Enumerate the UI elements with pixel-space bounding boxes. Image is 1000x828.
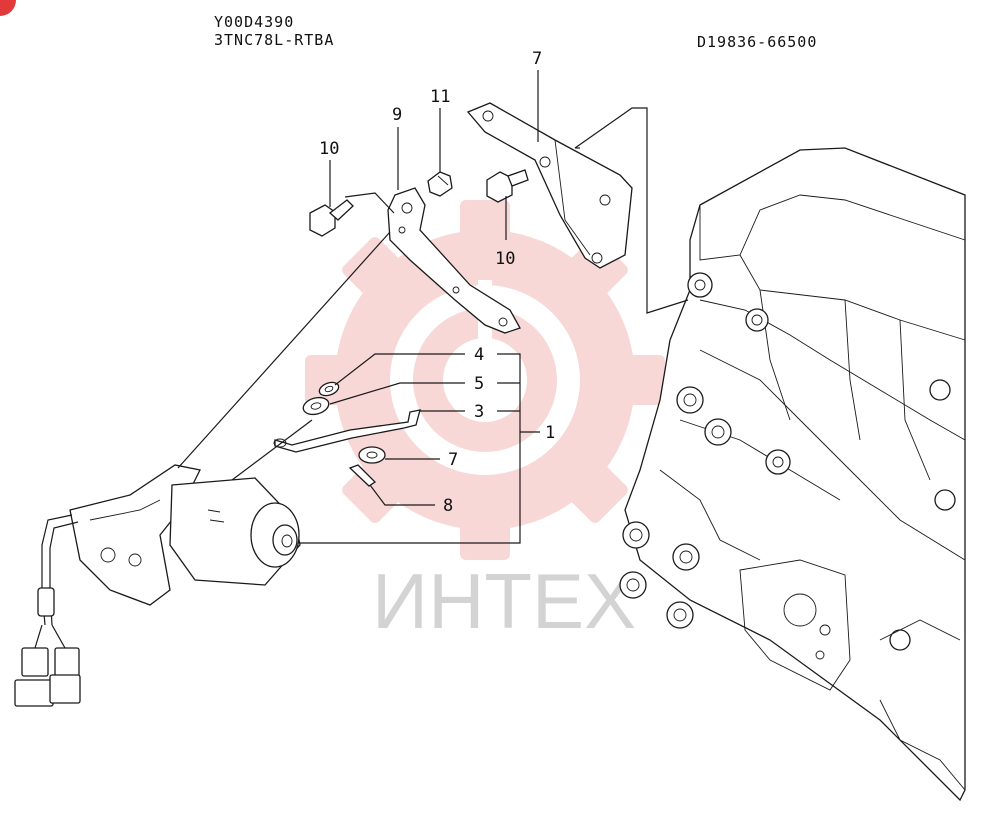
callout-11: 11 bbox=[430, 87, 450, 107]
bolt-10-right bbox=[486, 169, 529, 203]
watermark-text: ИНТЕХ bbox=[372, 557, 636, 645]
part-5-washer bbox=[302, 396, 330, 416]
callout-9: 8 bbox=[443, 496, 453, 516]
callout-6: 9 bbox=[392, 105, 402, 125]
callout-3: 3 bbox=[474, 402, 484, 422]
engine-bosses bbox=[619, 272, 956, 651]
engine-model: 3TNC78L-RTBA bbox=[214, 31, 335, 49]
part-1-actuator bbox=[14, 464, 301, 707]
part-8-washer bbox=[358, 446, 386, 464]
drawing-number: D19836-66500 bbox=[697, 33, 818, 51]
part-6-bracket bbox=[387, 187, 521, 334]
callout-10-right: 10 bbox=[495, 249, 515, 269]
callout-10-left: 10 bbox=[319, 139, 339, 159]
leader-lines bbox=[177, 70, 689, 544]
part-3-rod bbox=[273, 409, 421, 453]
callout-labels: 7 9 11 10 10 4 5 3 1 7 8 bbox=[319, 49, 555, 516]
callout-8: 7 bbox=[448, 450, 458, 470]
engine-block bbox=[619, 147, 966, 802]
bolt-10-left bbox=[309, 199, 354, 237]
bolt-11 bbox=[427, 171, 453, 197]
callout-1: 1 bbox=[545, 423, 555, 443]
part-9-pin bbox=[348, 464, 377, 487]
callout-4: 4 bbox=[474, 345, 484, 365]
part-7-bracket bbox=[466, 102, 633, 269]
corner-badge-icon bbox=[0, 0, 16, 16]
callout-5: 5 bbox=[474, 374, 484, 394]
watermark-gear-icon bbox=[305, 200, 665, 560]
callout-7: 7 bbox=[532, 49, 542, 69]
model-code: Y00D4390 bbox=[214, 13, 295, 31]
part-4-snap-ring bbox=[318, 381, 340, 397]
